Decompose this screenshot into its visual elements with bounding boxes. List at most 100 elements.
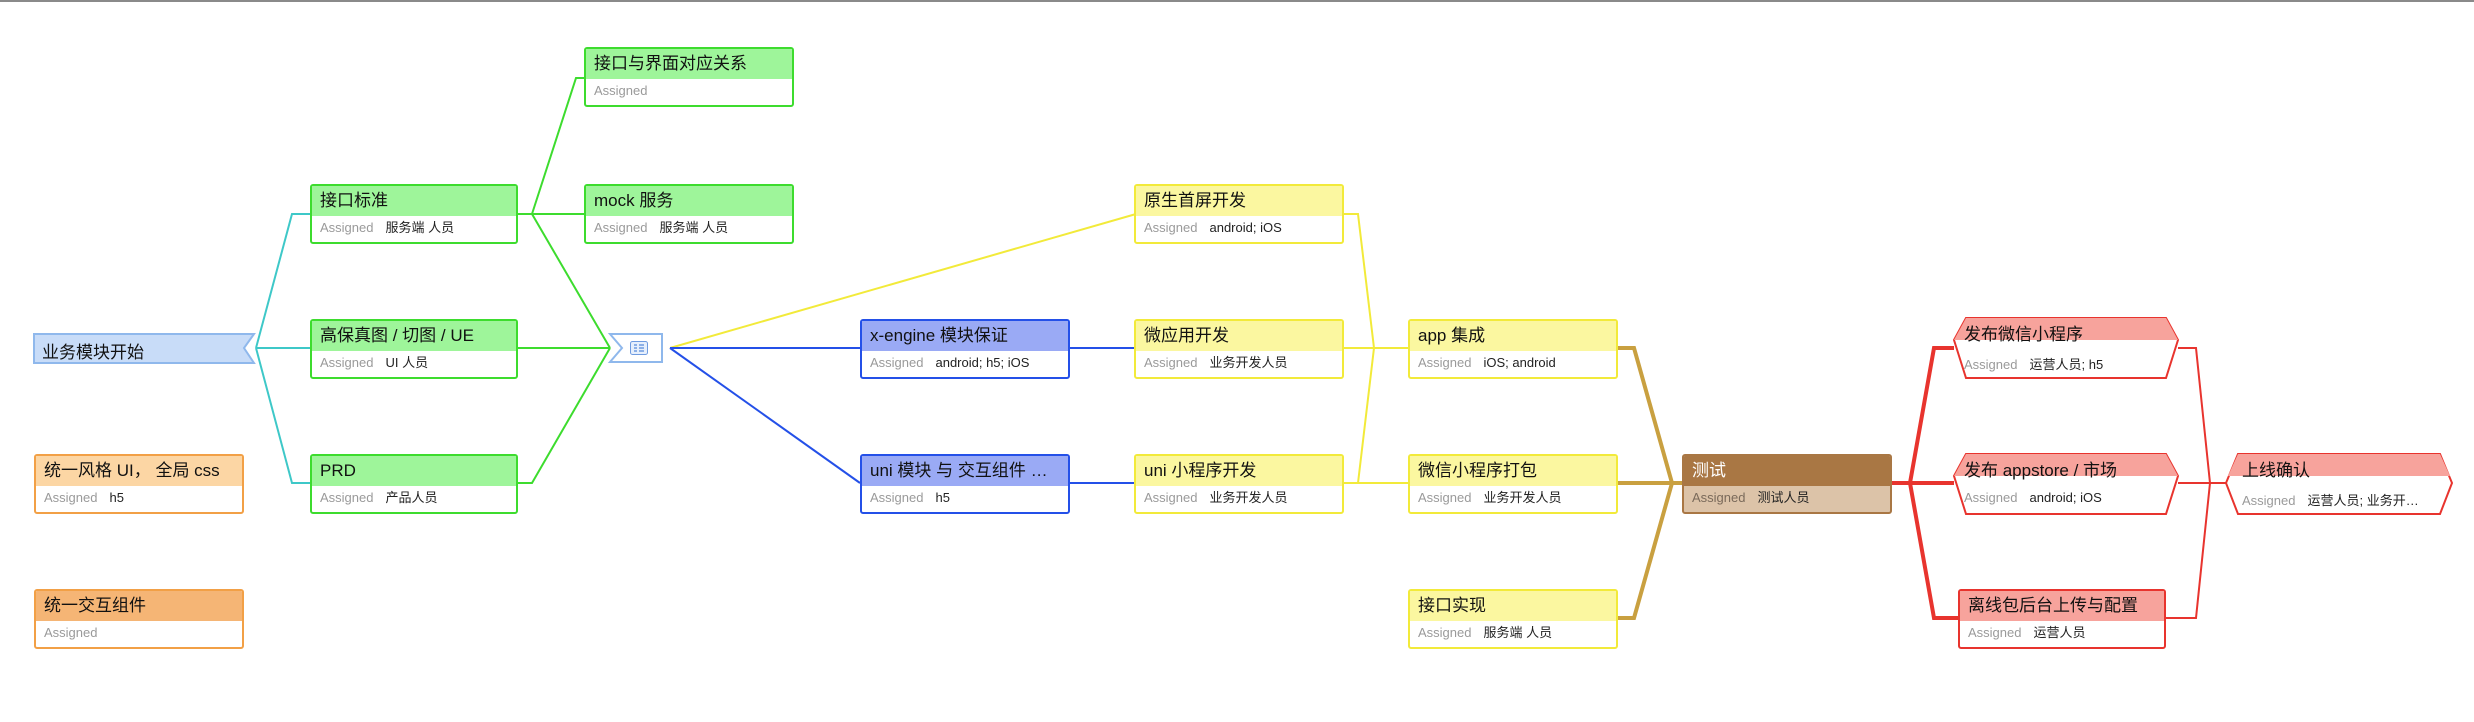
top-border-line — [0, 0, 2474, 2]
assigned-label: Assigned — [594, 220, 648, 235]
node-xengine[interactable]: x-engine 模块保证 Assigned android; h5; iOS — [860, 319, 1070, 379]
node-xengine-title: x-engine 模块保证 — [862, 321, 1068, 351]
edge-hub-uni — [669, 347, 861, 484]
start-node-title[interactable]: 业务模块开始 — [42, 343, 144, 362]
node-hifi-assigned: Assigned UI 人员 — [312, 351, 516, 377]
assignee-value: 运营人员; 业务开… — [2307, 493, 2419, 508]
node-uni-module-title: uni 模块 与 交互组件 保证 — [862, 456, 1068, 486]
assignee-value: iOS; android — [1483, 355, 1556, 370]
start-node-shape — [33, 333, 256, 364]
assigned-label: Assigned — [44, 625, 98, 640]
node-interaction[interactable]: 统一交互组件 Assigned — [34, 589, 244, 649]
assignee-value: 产品人员 — [385, 490, 438, 505]
assignee-value: 服务端 人员 — [385, 220, 455, 235]
golive-head — [2228, 454, 2450, 476]
node-uni-mini-title: uni 小程序开发 — [1136, 456, 1342, 486]
node-test[interactable]: 测试 Assigned 测试人员 — [1682, 454, 1892, 514]
edge-test-offline — [1892, 481, 1960, 620]
node-wx-package-assigned: Assigned 业务开发人员 — [1410, 486, 1616, 512]
node-go-live-title[interactable]: 上线确认 — [2242, 461, 2310, 480]
node-api-std-assigned: Assigned 服务端 人员 — [312, 216, 516, 242]
node-offline-pkg-title: 离线包后台上传与配置 — [1960, 591, 2164, 621]
assignee-value: h5 — [109, 490, 124, 505]
assigned-label: Assigned — [1144, 490, 1198, 505]
assigned-label: Assigned — [594, 83, 648, 98]
node-interaction-title: 统一交互组件 — [36, 591, 242, 621]
node-native-home-title: 原生首屏开发 — [1136, 186, 1342, 216]
edge-native-app — [1342, 213, 1410, 349]
assigned-label: Assigned — [1418, 490, 1472, 505]
assigned-label: Assigned — [1692, 490, 1746, 505]
assigned-label: Assigned — [320, 355, 374, 370]
assigned-label: Assigned — [1418, 625, 1472, 640]
assignee-value: android; h5; iOS — [935, 355, 1030, 370]
assignee-value: 测试人员 — [1757, 490, 1810, 505]
list-icon[interactable] — [630, 341, 648, 355]
assignee-value: 业务开发人员 — [1483, 490, 1562, 505]
node-go-live-assigned: Assigned 运营人员; 业务开… — [2242, 490, 2442, 509]
node-hifi-title: 高保真图 / 切图 / UE — [312, 321, 516, 351]
edge-test-wx — [1892, 346, 1954, 485]
edge-hub-native — [669, 213, 1137, 349]
edge-offline-live — [2166, 482, 2211, 619]
node-pub-store-assigned: Assigned android; iOS — [1964, 490, 2102, 505]
node-api-std-title: 接口标准 — [312, 186, 516, 216]
assigned-label: Assigned — [870, 490, 924, 505]
assigned-label: Assigned — [320, 220, 374, 235]
edge-wx-live — [2178, 347, 2226, 484]
assigned-label: Assigned — [1144, 220, 1198, 235]
node-pub-store-title[interactable]: 发布 appstore / 市场 — [1964, 461, 2118, 480]
node-wx-package[interactable]: 微信小程序打包 Assigned 业务开发人员 — [1408, 454, 1618, 514]
node-native-home[interactable]: 原生首屏开发 Assigned android; iOS — [1134, 184, 1344, 244]
node-api-ui-map-title: 接口与界面对应关系 — [586, 49, 792, 79]
node-uni-mini[interactable]: uni 小程序开发 Assigned 业务开发人员 — [1134, 454, 1344, 514]
node-api-std[interactable]: 接口标准 Assigned 服务端 人员 — [310, 184, 518, 244]
pub-store-head — [1954, 454, 2178, 476]
node-prd-assigned: Assigned 产品人员 — [312, 486, 516, 512]
assigned-label: Assigned — [1964, 357, 2018, 372]
pub-wx-head — [1954, 318, 2178, 340]
assigned-label: Assigned — [2242, 493, 2296, 508]
node-uni-module-assigned: Assigned h5 — [862, 486, 1068, 512]
assignee-value: h5 — [935, 490, 950, 505]
assignee-value: UI 人员 — [385, 355, 429, 370]
assigned-label: Assigned — [1964, 490, 2018, 505]
edge-api-std-map — [531, 77, 586, 215]
node-xengine-assigned: Assigned android; h5; iOS — [862, 351, 1068, 377]
assignee-value: android; iOS — [1209, 220, 1282, 235]
node-api-ui-map[interactable]: 接口与界面对应关系 Assigned — [584, 47, 794, 107]
node-uni-module[interactable]: uni 模块 与 交互组件 保证 Assigned h5 — [860, 454, 1070, 514]
node-mock-title: mock 服务 — [586, 186, 792, 216]
node-test-title: 测试 — [1684, 456, 1890, 486]
assigned-label: Assigned — [1418, 355, 1472, 370]
node-app-integrate-assigned: Assigned iOS; android — [1410, 351, 1616, 377]
node-wx-package-title: 微信小程序打包 — [1410, 456, 1616, 486]
node-pub-wx-title[interactable]: 发布微信小程序 — [1964, 325, 2083, 344]
assignee-value: android; iOS — [2029, 490, 2102, 505]
assigned-label: Assigned — [1144, 355, 1198, 370]
assignee-value: 业务开发人员 — [1209, 490, 1288, 505]
assigned-label: Assigned — [320, 490, 374, 505]
node-api-impl-title: 接口实现 — [1410, 591, 1616, 621]
node-interaction-assigned: Assigned — [36, 621, 242, 647]
assigned-label: Assigned — [870, 355, 924, 370]
assigned-label: Assigned — [44, 490, 98, 505]
edge-prd-hub — [518, 347, 611, 484]
edge-mini-app — [1342, 347, 1375, 484]
node-hifi[interactable]: 高保真图 / 切图 / UE Assigned UI 人员 — [310, 319, 518, 379]
assigned-label: Assigned — [1968, 625, 2022, 640]
edge-api-impl-test — [1618, 482, 1674, 620]
